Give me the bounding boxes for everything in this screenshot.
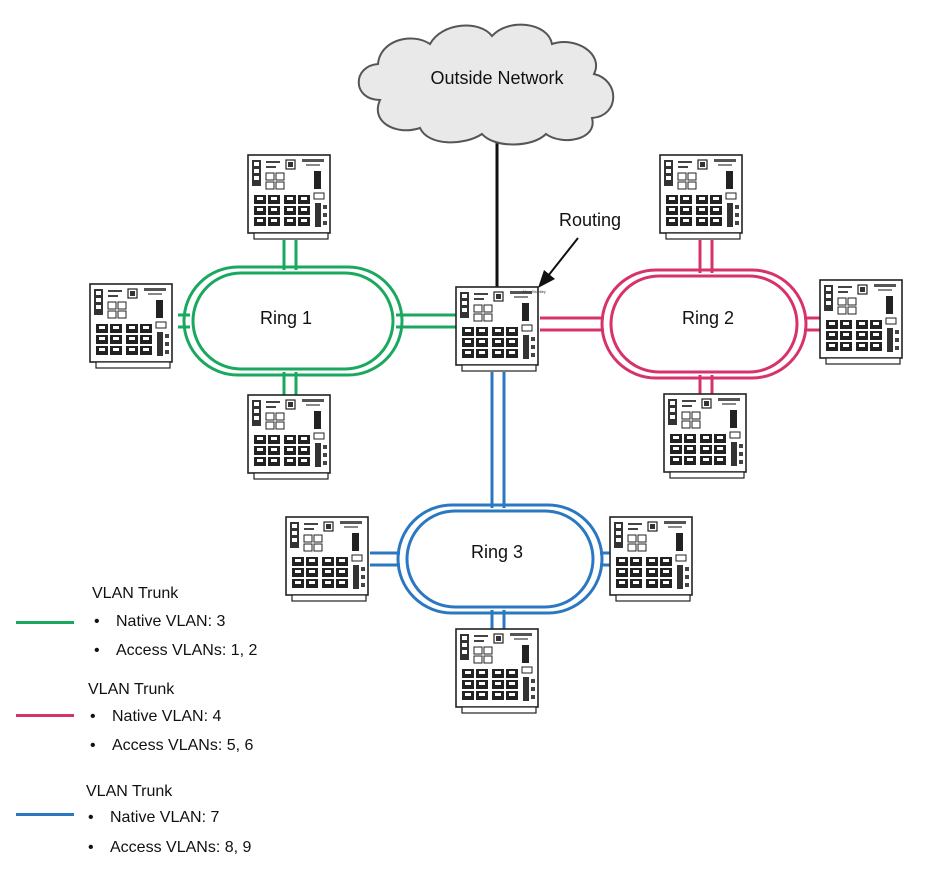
ring-3-label: Ring 3 <box>471 542 523 562</box>
legend-title: VLAN Trunk <box>86 783 173 800</box>
switch-core: Allen-Bradley <box>455 286 546 372</box>
legend-item: Access VLANs: 5, 6 <box>90 738 253 755</box>
legend-item: Native VLAN: 3 <box>94 614 225 631</box>
legend-swatch-blue <box>16 813 74 816</box>
outside-network-cloud: Outside Network <box>357 23 615 146</box>
legend-item: Access VLANs: 1, 2 <box>94 643 257 660</box>
switch-ring1-bottom <box>247 394 331 480</box>
switch-ring1-top <box>247 154 331 240</box>
ring-2-label: Ring 2 <box>682 308 734 328</box>
switch-ring2-right <box>819 279 903 365</box>
ring-2 <box>540 240 820 395</box>
cloud-label: Outside Network <box>430 68 564 88</box>
ring-3 <box>370 372 612 630</box>
switch-ring2-top <box>659 154 743 240</box>
switch-ring3-right <box>609 516 693 602</box>
ring-1-label: Ring 1 <box>260 308 312 328</box>
switch-brand: Allen-Bradley <box>522 289 546 294</box>
legend-item: Native VLAN: 7 <box>88 810 219 827</box>
switch-ring3-left <box>285 516 369 602</box>
legend-swatch-pink <box>16 714 74 717</box>
legend-swatch-green <box>16 621 74 624</box>
switch-ring3-bottom <box>455 628 539 714</box>
switch-ring2-bottom <box>663 393 747 479</box>
ring-1 <box>178 240 456 395</box>
routing-label: Routing <box>559 210 621 230</box>
legend-title: VLAN Trunk <box>92 585 179 602</box>
legend-item: Native VLAN: 4 <box>90 709 221 726</box>
switch-ring1-left <box>89 283 173 369</box>
routing-arrow <box>538 237 579 288</box>
legend-title: VLAN Trunk <box>88 681 175 698</box>
legend-item: Access VLANs: 8, 9 <box>88 840 251 857</box>
